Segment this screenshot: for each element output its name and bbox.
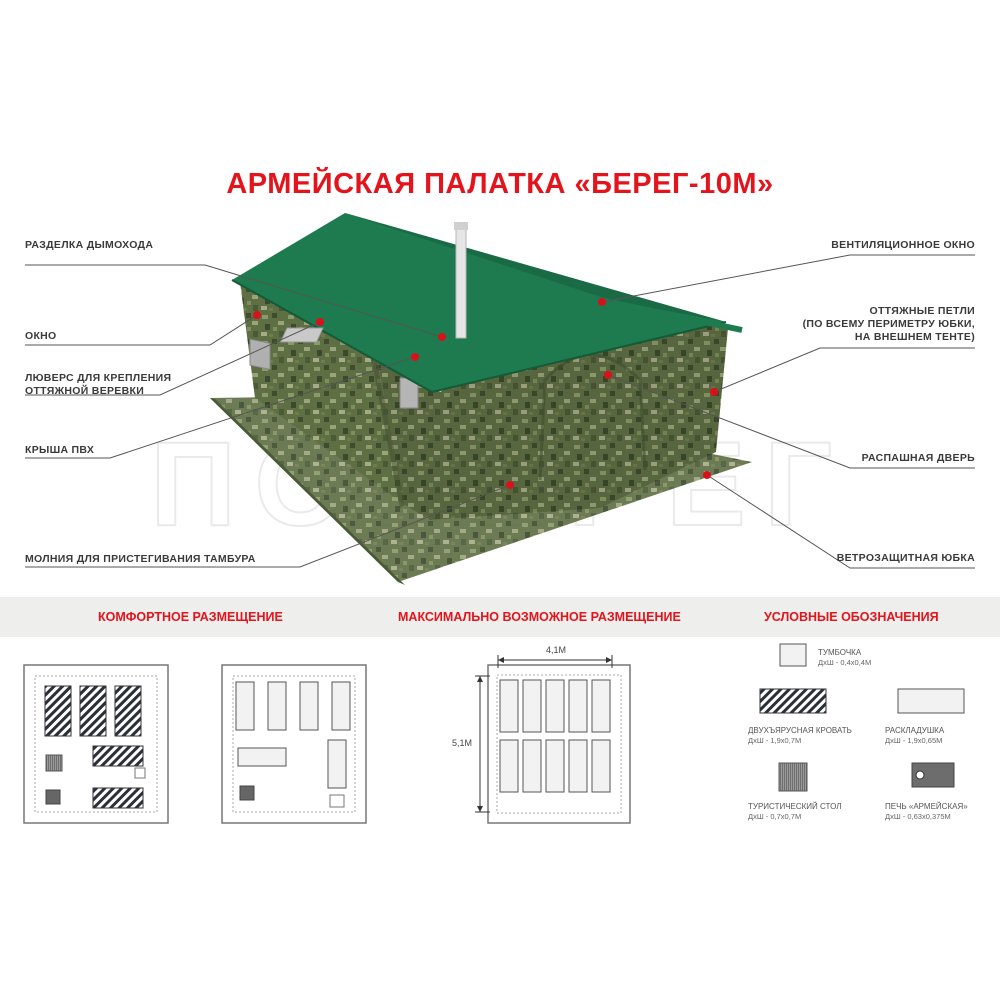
cot-symbol bbox=[897, 688, 965, 714]
callout-grommet-line2: ОТТЯЖНОЙ ВЕРЕВКИ bbox=[25, 385, 145, 397]
callout-roof: КРЫША ПВХ bbox=[25, 444, 95, 456]
table-symbol bbox=[778, 762, 808, 792]
callout-grommet: ЛЮВЕРС ДЛЯ КРЕПЛЕНИЯ ОТТЯЖНОЙ ВЕРЕВКИ bbox=[25, 372, 171, 398]
tent-front-wall bbox=[370, 300, 728, 520]
nightstand-symbol bbox=[779, 643, 807, 667]
legend-cot-name: РАСКЛАДУШКА bbox=[885, 726, 945, 735]
legend-table: ТУРИСТИЧЕСКИЙ СТОЛ ДхШ - 0,7х0,7М bbox=[748, 802, 841, 822]
callout-chimney: РАЗДЕЛКА ДЫМОХОДА bbox=[25, 239, 154, 251]
section-legend: УСЛОВНЫЕ ОБОЗНАЧЕНИЯ bbox=[764, 610, 939, 624]
legend-table-name: ТУРИСТИЧЕСКИЙ СТОЛ bbox=[748, 802, 842, 811]
callout-markers bbox=[253, 298, 718, 489]
page-title: АРМЕЙСКАЯ ПАЛАТКА «БЕРЕГ-10М» bbox=[226, 168, 774, 200]
legend-bunk-size: ДхШ - 1,9х0,7М bbox=[748, 736, 802, 745]
window-left bbox=[249, 338, 271, 370]
legend-symbols bbox=[759, 643, 965, 792]
callout-vent: ВЕНТИЛЯЦИОННОЕ ОКНО bbox=[831, 239, 975, 251]
legend-bunk: ДВУХЪЯРУСНАЯ КРОВАТЬ ДхШ - 1,9х0,7М bbox=[748, 726, 852, 746]
chimney-plate bbox=[279, 327, 324, 343]
callout-skirt: ВЕТРОЗАЩИТНАЯ ЮБКА bbox=[836, 552, 975, 564]
callout-loops-line3: НА ВНЕШНЕМ ТЕНТЕ) bbox=[854, 331, 975, 343]
legend-table-size: ДхШ - 0,7х0,7М bbox=[748, 812, 802, 821]
dimension-length: 5,1М bbox=[452, 738, 473, 748]
dimension-width: 4,1М bbox=[546, 645, 567, 655]
legend-nightstand-name: ТУМБОЧКА bbox=[818, 648, 862, 657]
legend-nightstand-size: ДхШ - 0,4х0,4М bbox=[818, 658, 872, 667]
callout-zipper: МОЛНИЯ ДЛЯ ПРИСТЕГИВАНИЯ ТАМБУРА bbox=[25, 553, 256, 565]
callout-window: ОКНО bbox=[25, 330, 57, 342]
callout-door: РАСПАШНАЯ ДВЕРЬ bbox=[861, 452, 975, 464]
legend-nightstand: ТУМБОЧКА ДхШ - 0,4х0,4М bbox=[818, 648, 871, 668]
callout-loops-line2: (ПО ВСЕМУ ПЕРИМЕТРУ ЮБКИ, bbox=[802, 318, 975, 330]
callout-grommet-line1: ЛЮВЕРС ДЛЯ КРЕПЛЕНИЯ bbox=[25, 372, 172, 384]
legend-bunk-name: ДВУХЪЯРУСНАЯ КРОВАТЬ bbox=[748, 726, 852, 735]
plan-comfort bbox=[23, 664, 169, 824]
roof bbox=[232, 213, 726, 392]
legend-stove: ПЕЧЬ «АРМЕЙСКАЯ» ДхШ - 0,63х0,375М bbox=[885, 802, 968, 822]
callout-loops-line1: ОТТЯЖНЫЕ ПЕТЛИ bbox=[869, 305, 975, 317]
legend-stove-size: ДхШ - 0,63х0,375М bbox=[885, 812, 951, 821]
section-band bbox=[0, 597, 1000, 637]
bunk-symbol bbox=[759, 688, 827, 714]
legend-stove-name: ПЕЧЬ «АРМЕЙСКАЯ» bbox=[885, 802, 968, 811]
plan-maximum bbox=[475, 655, 631, 824]
chimney-pipe bbox=[455, 227, 467, 339]
legend-cot-size: ДхШ - 1,9х0,65М bbox=[885, 736, 943, 745]
leader-lines bbox=[25, 254, 975, 569]
section-comfort: КОМФОРТНОЕ РАЗМЕЩЕНИЕ bbox=[98, 610, 283, 624]
legend-cot: РАСКЛАДУШКА ДхШ - 1,9х0,65М bbox=[885, 726, 944, 746]
plan-comfort-cots bbox=[221, 664, 367, 824]
section-maximum: МАКСИМАЛЬНО ВОЗМОЖНОЕ РАЗМЕЩЕНИЕ bbox=[398, 610, 681, 624]
callout-loops: ОТТЯЖНЫЕ ПЕТЛИ (ПО ВСЕМУ ПЕРИМЕТРУ ЮБКИ,… bbox=[803, 305, 975, 344]
